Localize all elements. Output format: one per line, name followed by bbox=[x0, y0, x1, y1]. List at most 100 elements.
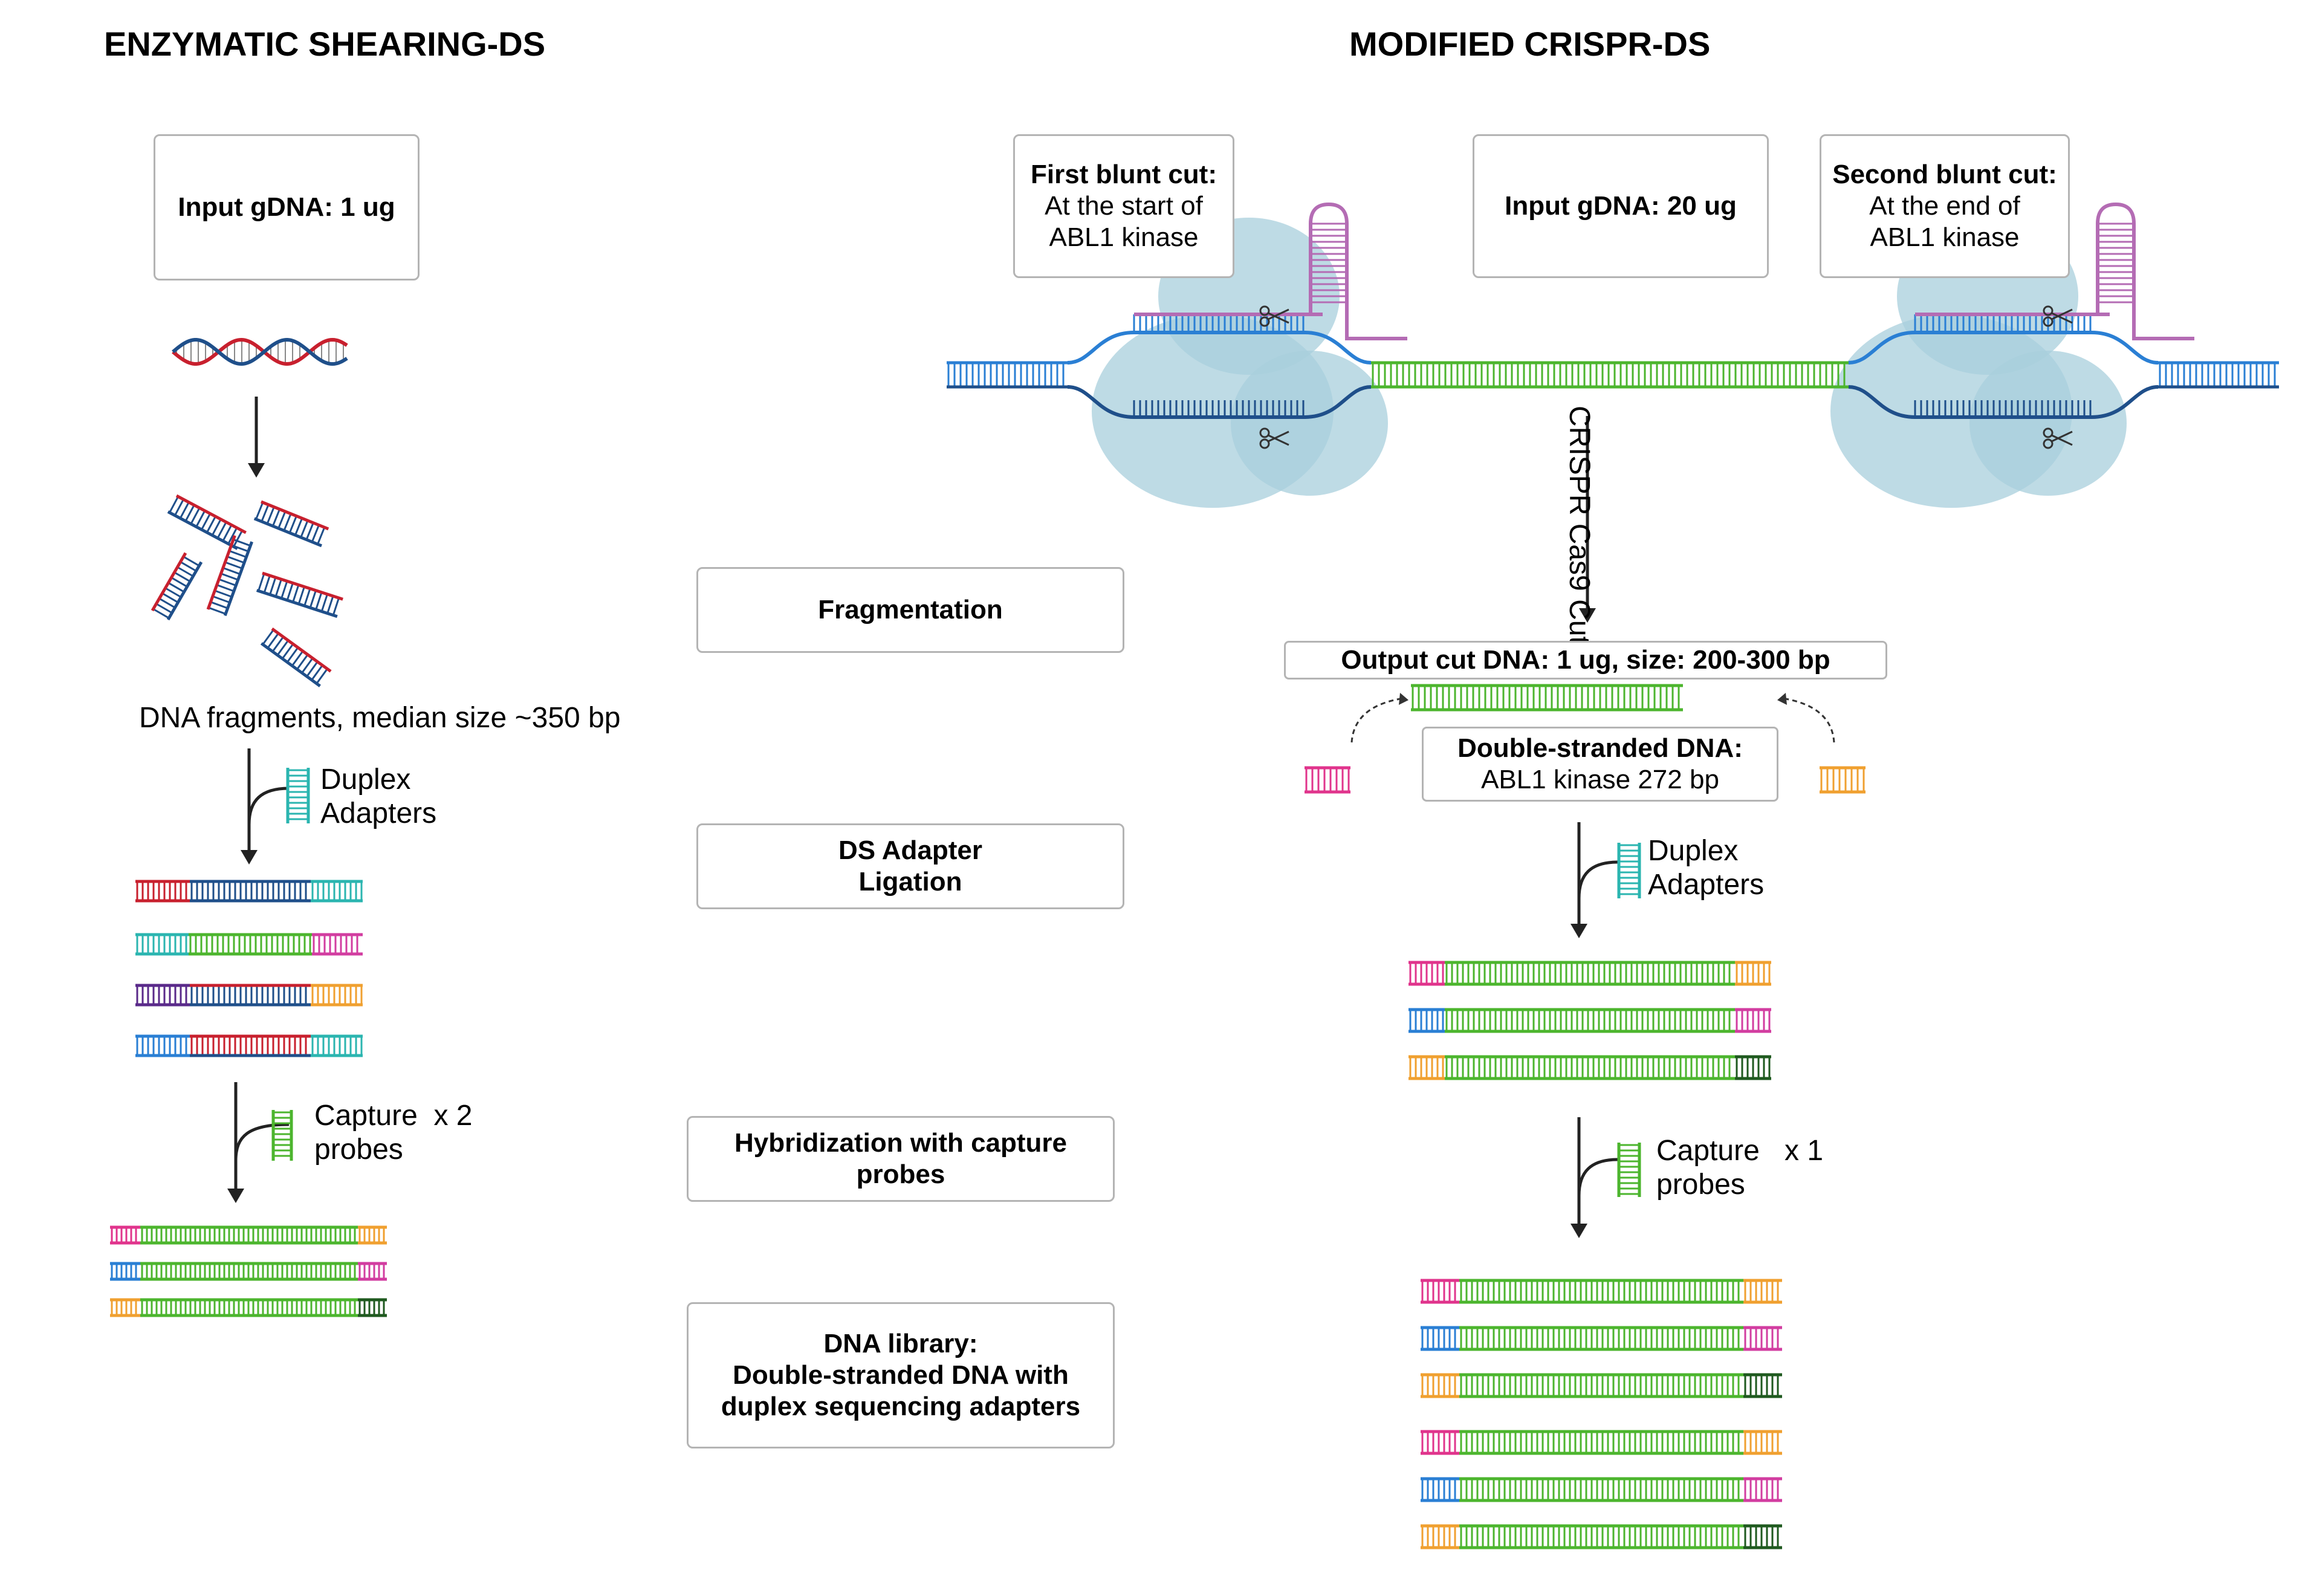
step-hybridization-text: Hybridization with capture probes bbox=[734, 1127, 1067, 1190]
right-captured-fragment-5 bbox=[1421, 1477, 1782, 1502]
right-ligated-fragment-1 bbox=[1408, 961, 1771, 986]
double-helix bbox=[172, 337, 348, 366]
left-ligated-fragment-2 bbox=[135, 933, 363, 956]
dna-rung bbox=[288, 516, 297, 533]
dna-rung bbox=[210, 601, 229, 609]
scissor-loop bbox=[1259, 316, 1270, 327]
genomic-flank-right bbox=[2158, 361, 2279, 389]
dna-strand bbox=[223, 541, 254, 617]
arrow-head bbox=[1571, 1224, 1587, 1238]
arrow-branch bbox=[1577, 860, 1618, 899]
right-captured-fragment-6 bbox=[1421, 1524, 1782, 1549]
dna-rung bbox=[164, 587, 182, 598]
step-library-line-2: Double-stranded DNA with bbox=[733, 1360, 1069, 1390]
dna-rung bbox=[305, 522, 314, 540]
step-ligation-line-1: DS Adapter bbox=[838, 835, 982, 866]
dna-rung bbox=[306, 661, 319, 677]
step-fragmentation-box: Fragmentation bbox=[696, 567, 1124, 653]
first-cut-title: First blunt cut: bbox=[1031, 160, 1217, 190]
right-input-text: Input gDNA: 20 ug bbox=[1505, 191, 1737, 221]
dna-rung bbox=[263, 575, 271, 594]
first-cut-line-2: ABL1 kinase bbox=[1049, 222, 1199, 252]
left-input-box: Input gDNA: 1 ug bbox=[154, 134, 420, 281]
dna-rung bbox=[283, 513, 292, 531]
right-input-box: Input gDNA: 20 ug bbox=[1473, 134, 1769, 278]
step-library-box: DNA library: Double-stranded DNA with du… bbox=[687, 1302, 1115, 1448]
step-fragmentation-text: Fragmentation bbox=[818, 595, 1003, 625]
dashed-arc-right-head bbox=[1777, 693, 1787, 705]
adapter-pink bbox=[1305, 766, 1350, 794]
open-bottom-strand bbox=[1848, 385, 2159, 419]
right-capture-label-x1: x 1 bbox=[1784, 1135, 1824, 1167]
dashed-arc-left-head bbox=[1399, 693, 1408, 705]
second-cut-line-1: At the end of bbox=[1869, 191, 2020, 221]
dna-rung bbox=[315, 592, 323, 610]
cas9-cut-label: CRISPR Cas9 Cut bbox=[1563, 406, 1595, 644]
dna-rung bbox=[229, 550, 247, 558]
dna-rung bbox=[271, 508, 280, 527]
dna-rung bbox=[170, 577, 188, 588]
dna-strand bbox=[253, 517, 322, 548]
step-ligation-box: DS Adapter Ligation bbox=[696, 823, 1124, 909]
dna-rung bbox=[287, 647, 299, 663]
left-ligated-fragment-4 bbox=[135, 1034, 363, 1057]
dna-rung bbox=[206, 516, 216, 533]
dna-rung bbox=[169, 496, 179, 513]
dna-rung bbox=[297, 586, 305, 605]
left-adapters-label-2: Adapters bbox=[320, 797, 437, 829]
step-ligation-line-2: Ligation bbox=[858, 867, 962, 897]
dna-rung bbox=[332, 597, 340, 616]
scissor-loop bbox=[1259, 305, 1270, 316]
left-ligated-fragment-1 bbox=[135, 880, 363, 903]
dashed-arc-right bbox=[1785, 698, 1835, 743]
second-cut-line-2: ABL1 kinase bbox=[1870, 222, 2020, 252]
dna-rung bbox=[311, 525, 320, 542]
left-arrow-3 bbox=[227, 1082, 290, 1203]
second-cut-box: Second blunt cut: At the end of ABL1 kin… bbox=[1820, 134, 2070, 278]
dna-rung bbox=[158, 597, 176, 609]
dna-strand bbox=[206, 534, 236, 610]
dna-rung bbox=[167, 582, 185, 593]
dna-rung bbox=[296, 654, 309, 670]
right-adapters-label-1: Duplex bbox=[1648, 835, 1739, 867]
dna-rung bbox=[155, 603, 173, 614]
helix-strand-1 bbox=[172, 337, 348, 366]
arrow-head bbox=[1579, 608, 1596, 623]
dna-rung bbox=[224, 561, 243, 569]
dna-strand bbox=[175, 494, 247, 534]
scissor-loop bbox=[2043, 316, 2054, 327]
scissors-3 bbox=[2043, 305, 2073, 327]
first-cut-box: First blunt cut: At the start of ABL1 ki… bbox=[1013, 134, 1234, 278]
ds-dna-box: Double-stranded DNA: ABL1 kinase 272 bp bbox=[1422, 727, 1778, 802]
right-arrow-2 bbox=[1571, 822, 1618, 938]
dna-rung bbox=[173, 571, 191, 583]
second-cut-text: Second blunt cut: At the end of ABL1 kin… bbox=[1832, 159, 2057, 253]
dna-strand bbox=[260, 642, 321, 687]
dna-rung bbox=[258, 573, 265, 591]
scissors-4 bbox=[2043, 427, 2073, 449]
cut-site-left bbox=[1067, 202, 1407, 419]
arrow-branch bbox=[247, 787, 290, 825]
dna-rung bbox=[255, 502, 264, 520]
dna-rung bbox=[174, 499, 184, 516]
scissor-loop bbox=[2043, 427, 2054, 438]
arrow-head bbox=[1571, 924, 1587, 938]
dna-rung bbox=[300, 520, 309, 538]
scissor-blade bbox=[2051, 308, 2073, 320]
scattered-fragment bbox=[167, 494, 247, 550]
scattered-fragment bbox=[260, 627, 332, 687]
dna-rung bbox=[216, 521, 227, 539]
right-captured-fragment-4 bbox=[1421, 1430, 1782, 1455]
dna-rung bbox=[267, 632, 279, 649]
right-capture-label-2: probes bbox=[1656, 1169, 1745, 1201]
right-duplex-adapter-icon bbox=[1617, 843, 1641, 898]
dna-rung bbox=[292, 585, 300, 603]
dna-rung bbox=[218, 578, 236, 586]
first-cut-text: First blunt cut: At the start of ABL1 ki… bbox=[1031, 159, 1217, 253]
scissor-blade bbox=[2051, 434, 2073, 446]
dna-strand bbox=[256, 589, 338, 618]
dna-strand bbox=[167, 510, 238, 550]
left-captured-fragment-1 bbox=[110, 1225, 387, 1245]
scattered-fragment bbox=[256, 571, 343, 618]
step-ligation-text: DS Adapter Ligation bbox=[838, 835, 982, 898]
